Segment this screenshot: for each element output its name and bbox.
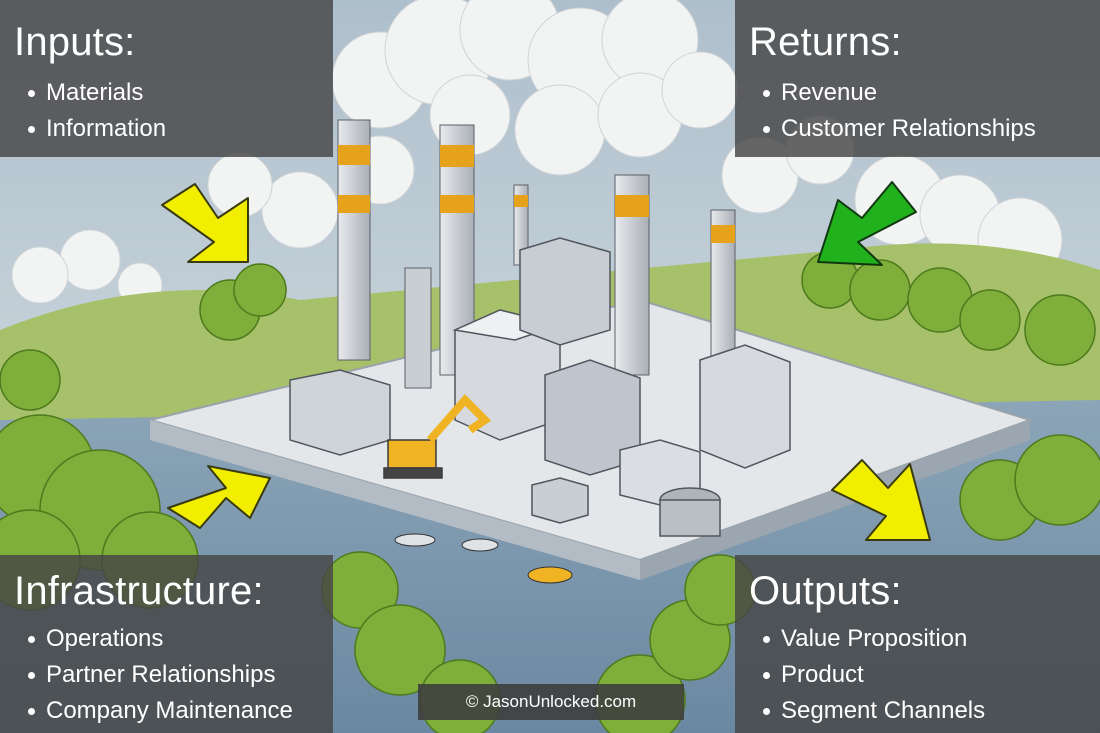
outputs-title: Outputs: [749, 569, 902, 613]
smokestacks [337, 119, 736, 391]
list-item: Segment Channels [749, 693, 1100, 729]
factory-buildings [289, 237, 791, 537]
infrastructure-panel: Infrastructure: Operations Partner Relat… [0, 555, 333, 733]
inputs-panel: Inputs: Materials Information [0, 0, 333, 157]
infrastructure-title: Infrastructure: [14, 569, 264, 613]
list-item: Customer Relationships [749, 111, 1100, 147]
list-item: Materials [14, 75, 333, 111]
returns-title: Returns: [749, 20, 902, 64]
list-item: Operations [14, 621, 333, 657]
list-item: Company Maintenance [14, 693, 333, 729]
boats [394, 533, 573, 584]
inputs-list: Materials Information [14, 75, 333, 147]
returns-panel: Returns: Revenue Customer Relationships [735, 0, 1100, 157]
outputs-list: Value Proposition Product Segment Channe… [749, 621, 1100, 729]
list-item: Product [749, 657, 1100, 693]
list-item: Partner Relationships [14, 657, 333, 693]
returns-list: Revenue Customer Relationships [749, 75, 1100, 147]
inputs-title: Inputs: [14, 20, 136, 64]
output-arrow-icon [831, 459, 931, 541]
copyright-label: © JasonUnlocked.com [418, 684, 684, 720]
list-item: Information [14, 111, 333, 147]
outputs-panel: Outputs: Value Proposition Product Segme… [735, 555, 1100, 733]
return-arrow-icon [817, 181, 917, 266]
list-item: Value Proposition [749, 621, 1100, 657]
input-arrow-icon [161, 183, 249, 263]
infrastructure-list: Operations Partner Relationships Company… [14, 621, 333, 729]
list-item: Revenue [749, 75, 1100, 111]
excavator [383, 394, 492, 479]
infrastructure-arrow-icon [167, 465, 271, 529]
